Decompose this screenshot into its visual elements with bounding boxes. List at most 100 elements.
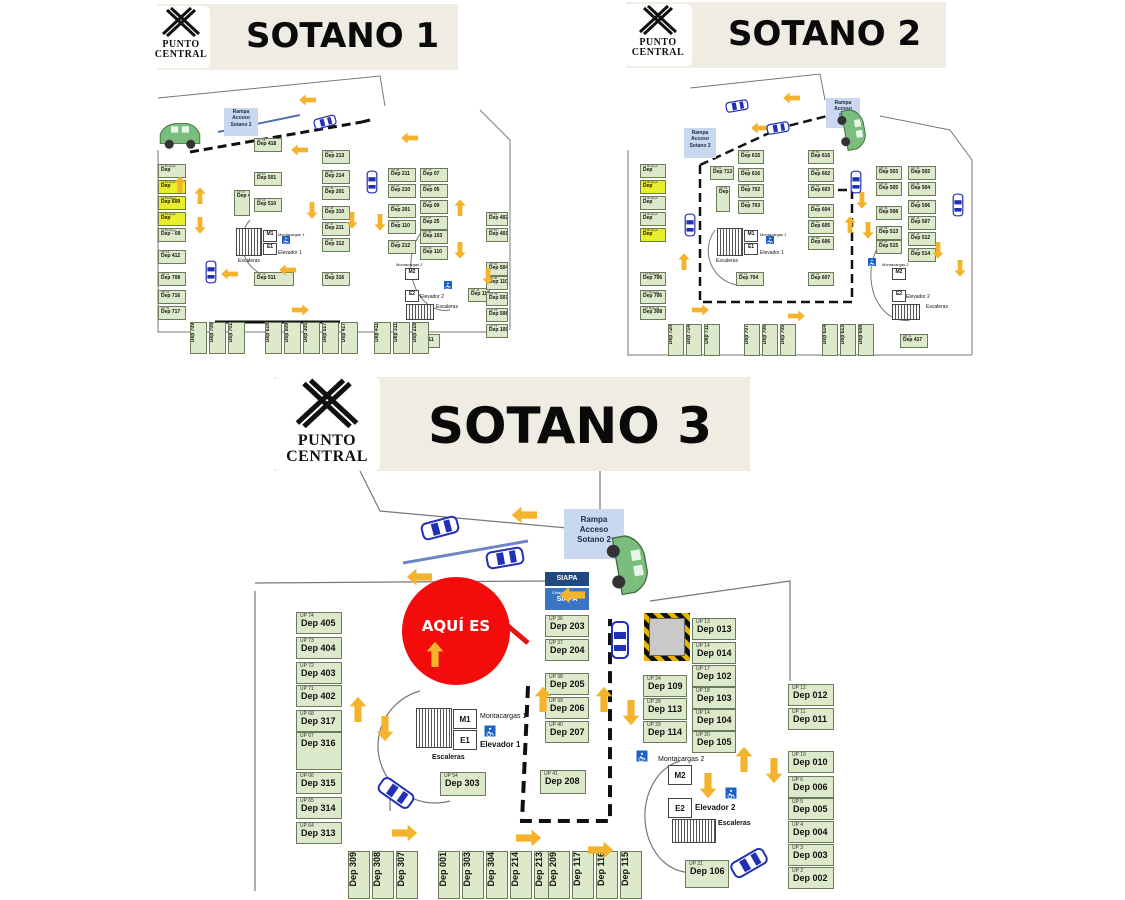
sotano-3-outline xyxy=(254,471,791,891)
stall-number: UP 24 xyxy=(647,676,661,682)
s2-montacargas2: Montacargas 2 xyxy=(882,262,909,267)
stall-number: UP 10 xyxy=(792,752,806,758)
stall-unit: Dep 207 xyxy=(550,727,585,737)
stall-unit: Dep 09 xyxy=(423,203,440,209)
stall-unit: Dep 105 xyxy=(697,737,732,747)
stall-number: UP 47 xyxy=(911,248,920,252)
stall-unit: Dep 110 xyxy=(391,223,410,229)
stall-number: UP 83 xyxy=(489,212,498,216)
stall-number: UP 68 xyxy=(300,711,314,717)
stall-number: UP 66 xyxy=(423,230,432,234)
stall-unit: Dep 506 xyxy=(911,203,931,209)
parking-stall: Dep 714 xyxy=(686,324,702,356)
stall-number: UP 12 xyxy=(161,250,170,254)
stall-number: UP 69 xyxy=(423,184,432,188)
stall-unit: Dep 05 xyxy=(423,187,440,193)
stall-unit: Dep 25 xyxy=(423,219,440,225)
stall-number: UP 54 xyxy=(444,773,458,779)
stall-unit: Dep 701 xyxy=(228,323,234,343)
s2-stairs-1 xyxy=(717,228,743,256)
stall-number: UP 62 xyxy=(391,220,400,224)
ramp-line-1: Rampa xyxy=(691,130,709,136)
stall-unit: Dep 514 xyxy=(911,251,931,257)
ramp-line-2: Acceso xyxy=(691,136,709,143)
sotano-2-panel: PUNTO CENTRAL SOTANO 2 Rampa Acceso Sota… xyxy=(620,0,980,360)
stall-number: UP 18 xyxy=(257,138,266,142)
stall-unit: Dep 103 xyxy=(697,693,732,703)
parking-stall: Dep 001 xyxy=(438,851,460,899)
stall-unit: Dep 507 xyxy=(489,295,508,301)
stall-number: UP 17 xyxy=(237,190,246,194)
stall-unit: Dep 203 xyxy=(550,621,585,631)
logo-line-1: PUNTO xyxy=(297,432,357,449)
stall-unit: Dep 412 xyxy=(161,253,181,259)
stall-number: UP 62 xyxy=(719,186,728,190)
stall-unit: Dep 511 xyxy=(257,275,276,281)
parking-stall: Dep 701 xyxy=(228,322,245,354)
stall-unit: Dep 316 xyxy=(325,275,345,281)
stall-number: UP 52 xyxy=(811,204,820,208)
s3-escaleras: Escaleras xyxy=(432,754,465,761)
stall-unit: Dep 004 xyxy=(793,827,828,837)
stall-unit: Dep 309 xyxy=(348,852,358,887)
stall-unit: Dep 513 xyxy=(879,229,899,235)
reserved-zone xyxy=(644,613,690,661)
stall-number: UP 10 xyxy=(161,290,170,294)
stall-number: UP 11 xyxy=(161,272,170,276)
stall-unit: Dep 315 xyxy=(301,778,336,788)
s2-elevador2: Elevador 2 xyxy=(906,294,930,300)
stall-unit: Dep 307 xyxy=(396,852,406,887)
s1-stairs-2 xyxy=(406,304,434,320)
stall-unit: Dep 702 xyxy=(741,187,761,193)
stall-unit: Dep 001 xyxy=(438,852,448,887)
parking-stall: Dep 509 xyxy=(284,322,301,354)
stall-unit: Dep 205 xyxy=(550,679,585,689)
stall-unit: Dep 212 xyxy=(391,243,411,249)
stall-number: UP 17 xyxy=(741,150,750,154)
s1-m2: M2 xyxy=(405,268,419,280)
stall-unit: Dep 401 xyxy=(489,231,508,237)
stall-unit: Dep 403 xyxy=(301,668,336,678)
parking-stall: Dep 117 xyxy=(572,851,594,899)
stall-number: UP 14 xyxy=(696,643,710,649)
s3-m2: M2 xyxy=(668,765,692,785)
stall-unit: Dep 404 xyxy=(301,643,336,653)
stall-number: UP 68 xyxy=(423,200,432,204)
stall-number: L5 Bodega xyxy=(643,228,658,232)
stall-number: UP 61 xyxy=(713,166,722,170)
parking-stall: Dep 209 xyxy=(548,851,570,899)
stall-number: UP 39 xyxy=(879,206,888,210)
stall-number: UP 13 xyxy=(739,272,748,276)
stall-number: UP 10 xyxy=(257,172,266,176)
stall-number: L3 Bodega xyxy=(643,196,658,200)
stall-number: UP 50 xyxy=(811,236,820,240)
stall-unit: Dep 213 xyxy=(325,153,345,159)
stall-unit: Dep 117 xyxy=(572,852,582,887)
siapa-parking-sign: Estacionamiento SIAPA xyxy=(545,588,589,610)
parking-stall: Dep 307 xyxy=(396,851,418,899)
stall-number: UP 21 xyxy=(689,861,703,867)
parking-stall: Dep 304 xyxy=(486,851,508,899)
stall-unit: Dep 508 xyxy=(879,209,899,215)
stall-unit: Dep 116 xyxy=(596,852,606,887)
parking-stall: Dep 608 xyxy=(858,324,874,356)
stall-number: UP 51 xyxy=(811,220,820,224)
s3-elevador2: Elevador 2 xyxy=(695,803,736,812)
parking-stall: Dep 214 xyxy=(510,851,532,899)
stall-unit: Dep 618 xyxy=(265,323,271,343)
stall-unit: Dep 210 xyxy=(391,187,411,193)
